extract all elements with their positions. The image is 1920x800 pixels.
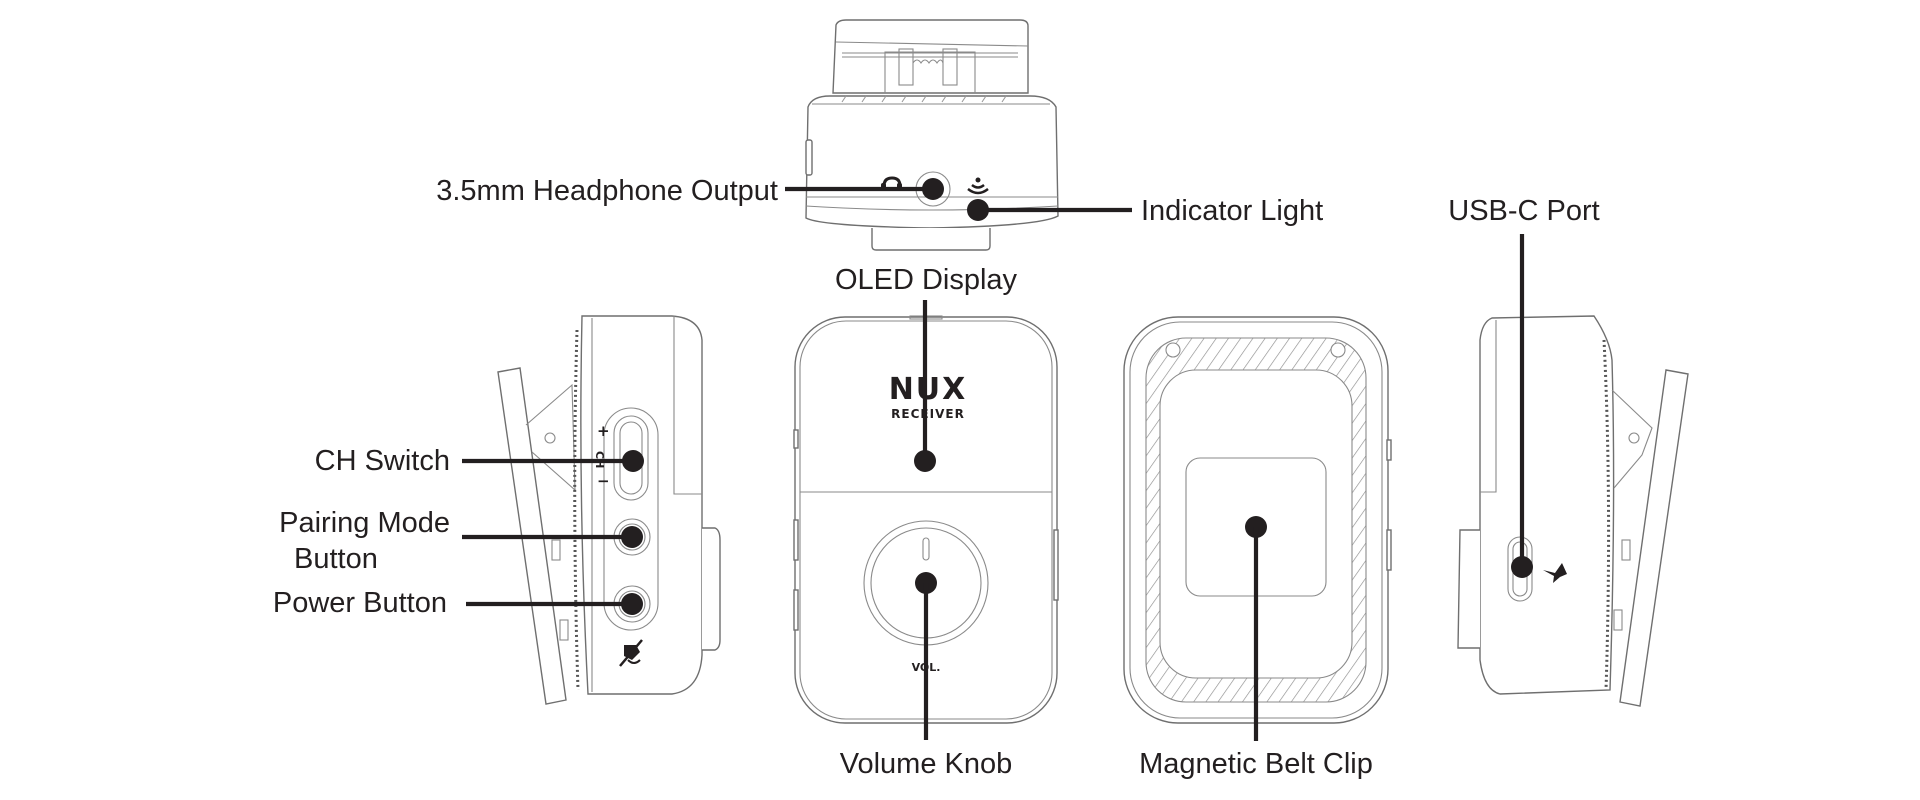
callout-label-headphone-output: 3.5mm Headphone Output xyxy=(436,175,778,207)
marker-usb-c-port xyxy=(1511,556,1533,578)
right-side-view xyxy=(1457,315,1689,707)
power-mute-icon xyxy=(619,639,643,667)
ch-plus-marking: + xyxy=(597,422,610,440)
brand-logo: NUX xyxy=(889,372,968,407)
callout-power-button: Power Button xyxy=(273,587,643,619)
callout-label-ch-switch: CH Switch xyxy=(315,445,450,477)
callout-magnetic-belt-clip: Magnetic Belt Clip xyxy=(1139,516,1373,780)
marker-oled-display xyxy=(914,450,936,472)
callout-volume-knob: Volume Knob xyxy=(840,572,1013,780)
marker-power-button xyxy=(621,593,643,615)
marker-indicator-light xyxy=(967,199,989,221)
callout-oled-display: OLED Display xyxy=(835,264,1018,472)
top-view xyxy=(805,19,1059,251)
callout-ch-switch: CH Switch xyxy=(315,445,644,477)
callout-label-usb-c-port: USB-C Port xyxy=(1448,195,1599,227)
marker-headphone-output xyxy=(922,178,944,200)
wireless-signal-icon xyxy=(967,177,989,195)
marker-ch-switch xyxy=(622,450,644,472)
marker-pairing-mode-button xyxy=(621,526,643,548)
callout-label-indicator-light: Indicator Light xyxy=(1141,195,1323,227)
front-view: NUX RECEIVER VOL. xyxy=(793,315,1059,724)
callout-label-magnetic-belt-clip: Magnetic Belt Clip xyxy=(1139,748,1373,780)
callout-usb-c-port: USB-C Port xyxy=(1448,195,1600,578)
callout-headphone-output: 3.5mm Headphone Output xyxy=(436,175,944,207)
left-side-view: + CH − xyxy=(497,315,721,705)
callout-pairing-mode-button: Pairing Mode Button xyxy=(279,507,643,575)
callout-label-power-button: Power Button xyxy=(273,587,447,619)
receiver-marking: RECEIVER xyxy=(891,407,965,421)
ch-minus-marking: − xyxy=(597,472,610,490)
callout-label-oled-display: OLED Display xyxy=(835,264,1018,296)
callout-label-pairing-mode-line2: Button xyxy=(294,543,378,575)
callout-indicator-light: Indicator Light xyxy=(967,195,1323,227)
callout-label-volume-knob: Volume Knob xyxy=(840,748,1013,780)
vent-hatch xyxy=(841,95,1007,103)
callout-label-pairing-mode-line1: Pairing Mode xyxy=(279,507,450,539)
lightning-charge-icon xyxy=(1543,563,1567,583)
